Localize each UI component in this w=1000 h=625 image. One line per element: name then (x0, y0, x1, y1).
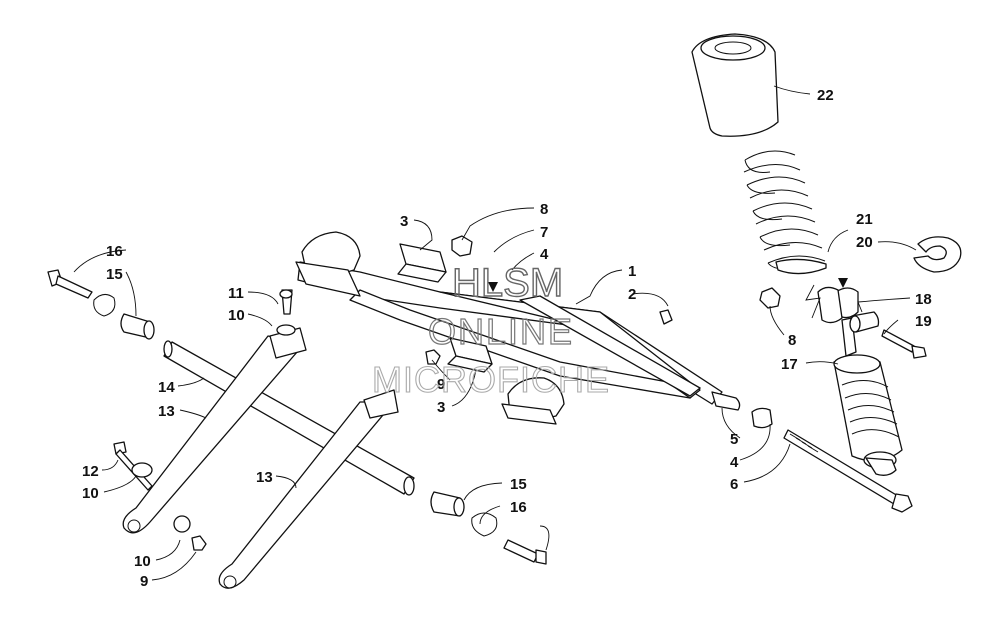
direction-arrow (838, 278, 848, 288)
bushing-insert-top (397, 243, 447, 283)
cross-shaft (163, 340, 415, 496)
sleeve-right (711, 391, 741, 411)
thrust-washer-bottom (471, 512, 498, 537)
callout-12: 12 (82, 463, 99, 480)
callout-9-bottom: 9 (140, 573, 148, 590)
watermark-line-3: MICROFICHE (372, 359, 610, 400)
callout-19: 19 (915, 313, 932, 330)
callout-16-top: 16 (106, 243, 123, 260)
end-bolt-bottom (503, 539, 547, 565)
callout-2: 2 (628, 286, 636, 303)
pivot-cup-top (295, 231, 361, 297)
lock-nut-top (451, 235, 473, 257)
callout-labels: 22 21 20 18 19 8 17 8 7 4 3 1 2 9 3 5 4 … (82, 87, 932, 590)
callout-10-top: 10 (228, 307, 245, 324)
callout-16-bottom: 16 (510, 499, 527, 516)
callout-8-top: 8 (540, 201, 548, 218)
callout-14: 14 (158, 379, 175, 396)
shock-mount-bolt-top (881, 329, 927, 359)
callout-1: 1 (628, 263, 636, 280)
arm-bolt-left (113, 441, 153, 491)
callout-15-bottom: 15 (510, 476, 527, 493)
end-bushing-top (120, 313, 155, 340)
rear-arm-right (218, 389, 399, 589)
watermark-line-2: ONLINE (428, 311, 574, 352)
callout-11: 11 (228, 285, 244, 302)
callout-6: 6 (730, 476, 738, 493)
watermark: HLSM ONLINE MICROFICHE (371, 260, 610, 400)
end-bushing-bottom (430, 491, 465, 517)
pivot-cup-bottom (501, 377, 565, 425)
lock-nut-right (759, 287, 781, 309)
callout-22: 22 (817, 87, 834, 104)
shock-absorber-body (817, 286, 903, 476)
callout-18: 18 (915, 291, 932, 308)
arm-bolt-top (276, 289, 296, 336)
bushing-insert-bottom (447, 337, 493, 373)
callout-4-middle: 4 (730, 454, 739, 471)
spring-retainer-clip (913, 236, 962, 273)
washer-nut-left (173, 515, 207, 551)
end-bolt-top (47, 269, 93, 299)
watermark-line-1: HLSM (452, 261, 563, 305)
callout-8-shock: 8 (788, 332, 796, 349)
leader-lines (73, 85, 917, 581)
break-line-mark (805, 284, 821, 319)
callout-21: 21 (856, 211, 873, 228)
callout-4-top: 4 (540, 246, 549, 263)
direction-arrow (488, 282, 498, 292)
callout-3-top: 3 (400, 213, 408, 230)
bump-stop-boot (691, 33, 779, 137)
grease-fitting (659, 309, 673, 325)
callout-7: 7 (540, 224, 548, 241)
thrust-washer-top (93, 294, 116, 317)
callout-15-top: 15 (106, 266, 123, 283)
shock-mount-bolt-bottom (783, 429, 913, 513)
callout-10-bottom: 10 (134, 553, 151, 570)
callout-13-right: 13 (256, 469, 273, 486)
bushing-right (751, 407, 773, 429)
callout-10-middle: 10 (82, 485, 99, 502)
lock-nut-middle (425, 349, 441, 365)
callout-9-middle: 9 (437, 376, 445, 393)
callout-20: 20 (856, 234, 873, 251)
callout-13-left: 13 (158, 403, 175, 420)
rear-arm-left (122, 327, 307, 534)
callout-5: 5 (730, 431, 738, 448)
shock-spring (743, 150, 827, 275)
shock-bushing-sleeve (849, 311, 880, 333)
callout-3-bottom: 3 (437, 399, 445, 416)
callout-17: 17 (781, 356, 798, 373)
